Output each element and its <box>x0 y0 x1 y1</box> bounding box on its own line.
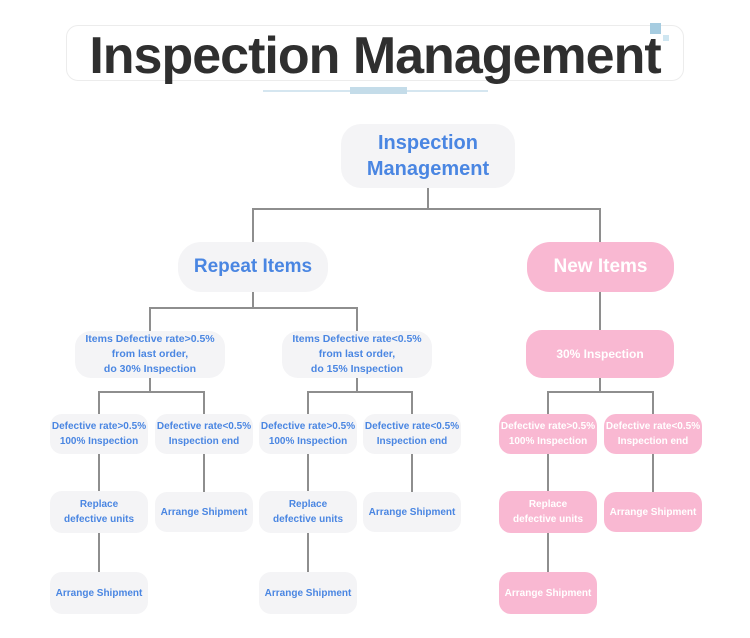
connector-line <box>307 391 413 393</box>
node-r1-low: Defective rate<0.5% Inspection end <box>155 414 253 454</box>
node-r1-high: Defective rate>0.5% 100% Inspection <box>50 414 148 454</box>
connector-line <box>98 533 100 572</box>
connector-line <box>307 454 309 491</box>
connector-line <box>547 391 549 414</box>
node-repeat-low-rate: Items Defective rate<0.5% from last orde… <box>282 331 432 378</box>
connector-line <box>98 454 100 491</box>
node-root: Inspection Management <box>341 124 515 188</box>
decor-square-small-icon <box>663 35 669 41</box>
connector-line <box>149 378 151 392</box>
connector-line <box>356 307 358 331</box>
node-new-30pct-inspection: 30% Inspection <box>526 330 674 378</box>
node-r2-final-shipment: Arrange Shipment <box>259 572 357 614</box>
node-new-arrange-shipment: Arrange Shipment <box>604 492 702 532</box>
connector-line <box>547 533 549 572</box>
connector-line <box>427 188 429 209</box>
connector-line <box>203 391 205 414</box>
node-repeat-items: Repeat Items <box>178 242 328 292</box>
connector-line <box>98 391 205 393</box>
node-new-final-shipment: Arrange Shipment <box>499 572 597 614</box>
connector-line <box>599 378 601 392</box>
connector-line <box>149 307 358 309</box>
title-card <box>66 25 684 81</box>
connector-line <box>252 208 601 210</box>
connector-line <box>652 454 654 492</box>
connector-line <box>547 391 654 393</box>
connector-line <box>307 533 309 572</box>
connector-line <box>599 208 601 242</box>
page-title: Inspection Management <box>89 27 661 85</box>
connector-line <box>411 454 413 492</box>
node-r2-arrange-shipment: Arrange Shipment <box>363 492 461 532</box>
decor-square-icon <box>650 23 661 34</box>
connector-line <box>203 454 205 492</box>
connector-line <box>652 391 654 414</box>
connector-line <box>252 208 254 242</box>
connector-line <box>149 307 151 331</box>
node-new-replace-units: Replace defective units <box>499 491 597 533</box>
node-repeat-high-rate: Items Defective rate>0.5% from last orde… <box>75 331 225 378</box>
node-r2-replace-units: Replace defective units <box>259 491 357 533</box>
connector-line <box>599 292 601 330</box>
node-new-low: Defective rate<0.5% Inspection end <box>604 414 702 454</box>
node-r1-replace-units: Replace defective units <box>50 491 148 533</box>
title-underline-accent <box>350 87 407 94</box>
connector-line <box>252 292 254 308</box>
node-new-items: New Items <box>527 242 674 292</box>
connector-line <box>307 391 309 414</box>
node-new-high: Defective rate>0.5% 100% Inspection <box>499 414 597 454</box>
connector-line <box>547 454 549 491</box>
connector-line <box>356 378 358 392</box>
node-r1-arrange-shipment: Arrange Shipment <box>155 492 253 532</box>
connector-line <box>411 391 413 414</box>
connector-line <box>98 391 100 414</box>
node-r1-final-shipment: Arrange Shipment <box>50 572 148 614</box>
node-r2-high: Defective rate>0.5% 100% Inspection <box>259 414 357 454</box>
node-r2-low: Defective rate<0.5% Inspection end <box>363 414 461 454</box>
